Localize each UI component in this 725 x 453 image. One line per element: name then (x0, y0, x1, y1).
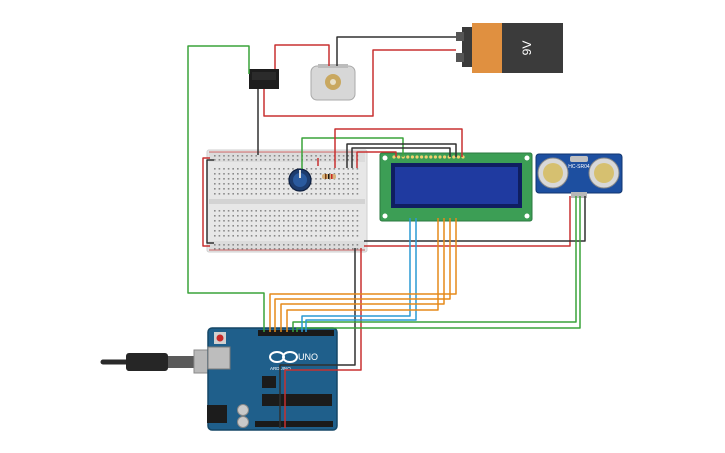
wire-battery-positive (336, 36, 456, 66)
battery-9v[interactable]: 9V (456, 23, 563, 73)
power-analog-header (255, 421, 333, 427)
wire-lcd-gnd2 (351, 147, 451, 168)
battery-terminal-cap (462, 27, 472, 67)
wire-rail-left-red (202, 157, 210, 247)
wire-sensor-trig (292, 196, 577, 332)
wire-battery-negative (263, 49, 456, 117)
battery-body (502, 23, 563, 73)
wire-bb-arduino-black (279, 248, 356, 428)
wire-sensor-vcc (364, 196, 571, 247)
wire-lcd-vcc2 (356, 151, 397, 168)
arduino-model-label: UNO (298, 352, 318, 362)
battery-label: 9V (520, 41, 534, 56)
arduino-uno-board[interactable]: UNO ARDUINO (207, 327, 338, 431)
usb-cable (100, 349, 211, 374)
wire-lcd-orange-4 (269, 218, 457, 332)
wire-lcd-blue-1 (301, 218, 411, 332)
ultrasonic-sensor[interactable]: HC-SR04 (535, 153, 623, 198)
wires (187, 36, 586, 428)
breadboard[interactable] (206, 149, 368, 253)
wire-sensor-echo (296, 196, 581, 332)
dc-motor[interactable] (310, 64, 356, 101)
resistor[interactable] (322, 174, 336, 179)
wire-rail-left-black (206, 159, 214, 244)
wire-lcd-orange-1 (286, 218, 439, 332)
usb-port (207, 346, 231, 370)
wire-lcd-orange-3 (274, 218, 451, 332)
lcd-display[interactable] (379, 152, 533, 222)
digital-header (258, 330, 334, 336)
wire-bb-arduino-red (284, 248, 362, 428)
atmega-chip (262, 394, 332, 406)
lcd-screen (395, 167, 518, 204)
dc-power-jack (207, 405, 227, 423)
breadboard-holes (214, 155, 359, 250)
wire-relay-motor (274, 44, 330, 69)
battery-copper-band (472, 23, 502, 73)
wire-lcd-orange-2 (280, 218, 445, 332)
relay-module[interactable] (249, 69, 279, 89)
wire-lcd-5v (334, 128, 463, 168)
potentiometer[interactable] (288, 168, 312, 192)
infinity-logo-icon (269, 351, 298, 363)
sensor-label: HC-SR04 (568, 164, 590, 170)
wire-lcd-gnd (346, 143, 457, 168)
usb-plug-icon (126, 353, 168, 371)
wire-relay-arduino (187, 45, 265, 332)
wire-lcd-blue-2 (305, 218, 417, 332)
